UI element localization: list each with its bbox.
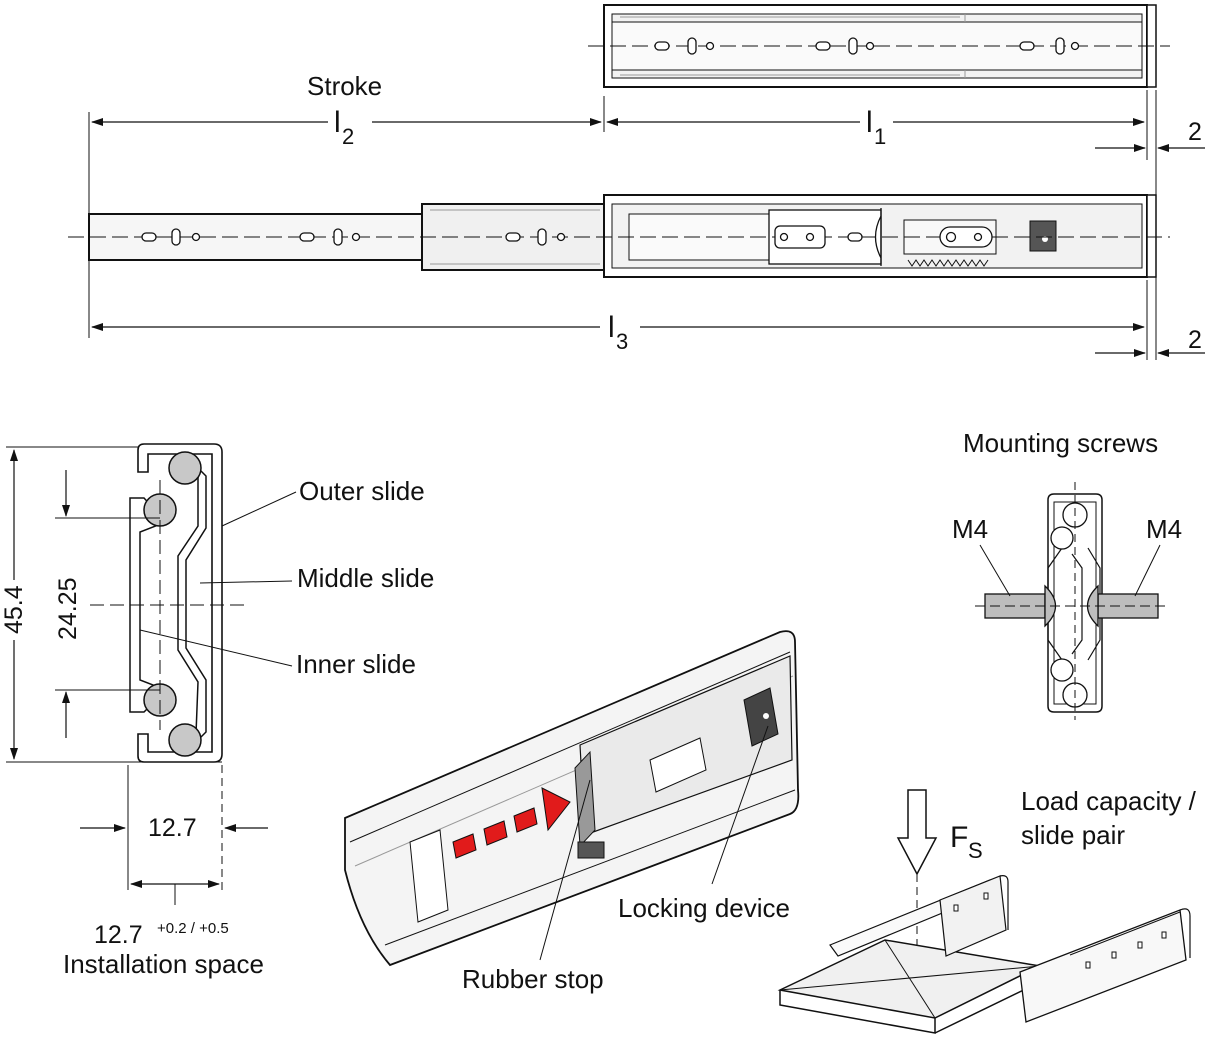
stroke-label: Stroke bbox=[307, 71, 382, 101]
middle-slide-label: Middle slide bbox=[297, 563, 434, 593]
m4-left-label: M4 bbox=[952, 514, 988, 544]
dim-l3: l 3 bbox=[608, 311, 628, 354]
mounting-section bbox=[1047, 482, 1103, 720]
force-label-sub: S bbox=[968, 838, 983, 863]
mounting-screws-title: Mounting screws bbox=[963, 428, 1158, 458]
dim-pitch-24-25: 24.25 bbox=[54, 577, 82, 640]
dim-l1: l 1 bbox=[866, 106, 886, 149]
dim-l3-main: l bbox=[608, 311, 615, 344]
rubber-stop-label: Rubber stop bbox=[462, 964, 604, 994]
dim-l1-sub: 1 bbox=[874, 124, 886, 149]
dim-height-45-4: 45.4 bbox=[0, 585, 28, 634]
dim-2-bottom: 2 bbox=[1188, 326, 1202, 354]
m4-right-label: M4 bbox=[1146, 514, 1182, 544]
closed-slide-view bbox=[588, 4, 1170, 88]
extended-slide-view bbox=[68, 194, 1170, 278]
load-arrow bbox=[896, 789, 938, 960]
dim-2-top: 2 bbox=[1188, 118, 1202, 146]
dim-l2-main: l bbox=[334, 106, 341, 139]
force-label-main: F bbox=[950, 821, 968, 854]
dim-l1-main: l bbox=[866, 106, 873, 139]
dim-l2-sub: 2 bbox=[342, 124, 354, 149]
outer-slide-label: Outer slide bbox=[299, 476, 425, 506]
dim-l3-sub: 3 bbox=[616, 329, 628, 354]
install-space-value: 12.7 bbox=[94, 921, 143, 949]
push-direction-arrows bbox=[452, 787, 571, 859]
load-capacity-label-line1: Load capacity / bbox=[1021, 786, 1197, 816]
inner-slide-label: Inner slide bbox=[296, 649, 416, 679]
cross-section bbox=[90, 443, 246, 763]
dim-width-12-7: 12.7 bbox=[148, 814, 197, 842]
drawer-assembly-3d bbox=[777, 875, 1191, 1034]
install-space-label: Installation space bbox=[63, 949, 264, 979]
load-capacity-label-line2: slide pair bbox=[1021, 820, 1125, 850]
install-space-tolerance: +0.2 / +0.5 bbox=[157, 920, 229, 937]
locking-device-label: Locking device bbox=[618, 893, 790, 923]
dim-l2: l 2 bbox=[334, 106, 354, 149]
locking-detail-3d bbox=[344, 630, 800, 967]
